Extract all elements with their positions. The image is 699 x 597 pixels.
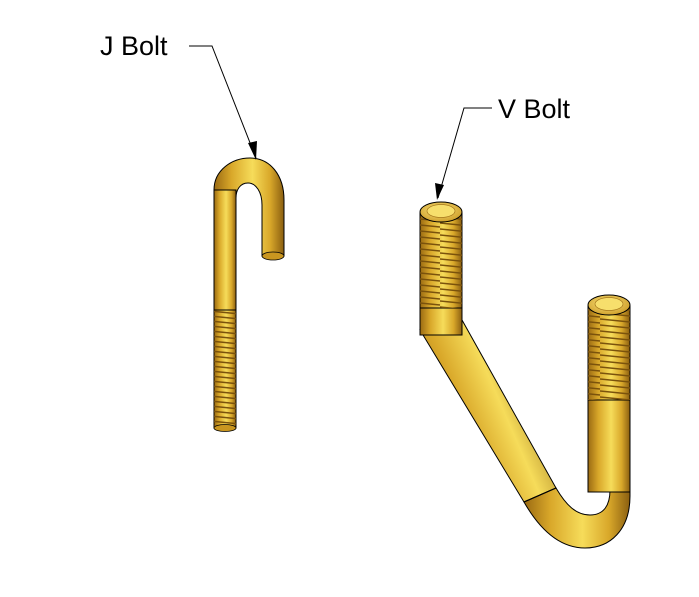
j-bolt-leader-line (189, 45, 257, 159)
j-bolt-part (213, 157, 285, 432)
j-bolt-hook-end (261, 251, 285, 261)
j-bolt-callout: J Bolt (100, 31, 257, 160)
v-bolt-bend (523, 479, 631, 549)
j-bolt-arrowhead (248, 141, 257, 160)
v-bolt-arrowhead (435, 183, 444, 200)
j-bolt-label: J Bolt (100, 31, 168, 61)
j-bolt-shank (213, 189, 237, 311)
v-bolt-right-shank (587, 397, 631, 493)
v-bolt-left-shank (419, 304, 463, 336)
v-bolt-leader-line (437, 107, 492, 199)
j-bolt-tip (213, 424, 237, 432)
v-bolt-callout: V Bolt (435, 94, 571, 200)
v-bolt-label: V Bolt (498, 94, 571, 124)
v-bolt-diagonal-leg (419, 319, 557, 503)
v-bolt-part (419, 201, 631, 549)
